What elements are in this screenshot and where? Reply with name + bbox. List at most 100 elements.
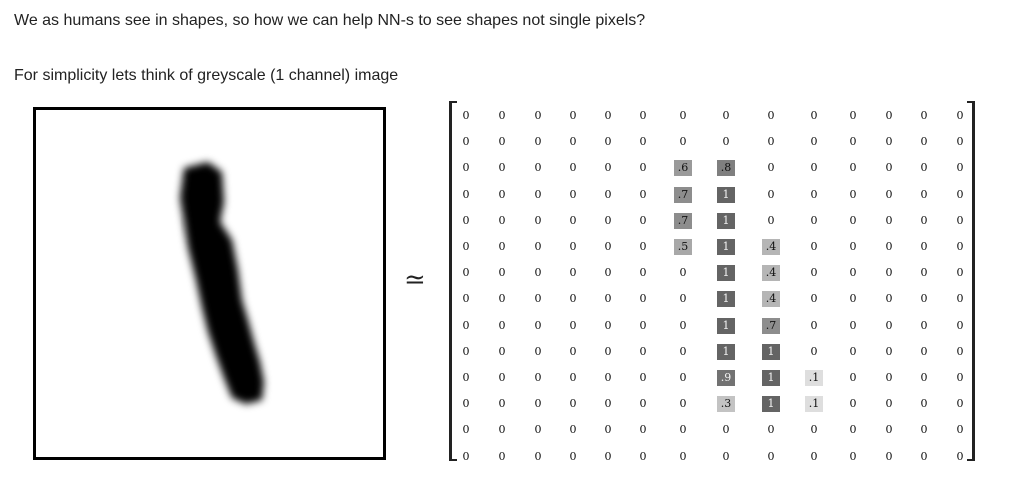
digit-image-frame bbox=[33, 107, 386, 460]
matrix-cell: .3 bbox=[717, 396, 735, 412]
matrix-cell: 0 bbox=[604, 109, 612, 122]
matrix-cell: 0 bbox=[849, 161, 857, 174]
matrix-cell: 0 bbox=[920, 292, 928, 305]
matrix-cell: 0 bbox=[534, 397, 542, 410]
matrix-cell: 0 bbox=[956, 292, 964, 305]
matrix-cell: .9 bbox=[717, 370, 735, 386]
matrix-cell: 0 bbox=[810, 161, 818, 174]
matrix-cell: 0 bbox=[679, 319, 687, 332]
matrix-cell: 0 bbox=[498, 450, 506, 463]
matrix-cell: 0 bbox=[956, 423, 964, 436]
matrix-cell: 0 bbox=[810, 319, 818, 332]
matrix-cell: 0 bbox=[849, 240, 857, 253]
matrix-cell: 0 bbox=[639, 240, 647, 253]
matrix-cell: 0 bbox=[920, 319, 928, 332]
matrix-cell: 0 bbox=[767, 450, 775, 463]
matrix-cell: 0 bbox=[534, 214, 542, 227]
matrix-cell: 0 bbox=[722, 423, 730, 436]
matrix-cell: 0 bbox=[569, 109, 577, 122]
matrix-cell: 0 bbox=[462, 397, 470, 410]
matrix-cell: 0 bbox=[534, 240, 542, 253]
matrix-cell: 0 bbox=[462, 214, 470, 227]
matrix-cell: 0 bbox=[810, 292, 818, 305]
matrix-cell: 1 bbox=[717, 265, 735, 281]
matrix-cell: 0 bbox=[849, 188, 857, 201]
matrix-cell: 0 bbox=[679, 450, 687, 463]
matrix-cell: 0 bbox=[498, 292, 506, 305]
matrix-cell: 0 bbox=[498, 135, 506, 148]
matrix-cell: 0 bbox=[956, 345, 964, 358]
matrix-cell: 0 bbox=[956, 450, 964, 463]
matrix-cell: .4 bbox=[762, 291, 780, 307]
matrix-cell: 0 bbox=[569, 214, 577, 227]
matrix-cell: 0 bbox=[534, 450, 542, 463]
matrix-cell: 0 bbox=[639, 423, 647, 436]
matrix-cell: 0 bbox=[604, 371, 612, 384]
matrix-cell: 0 bbox=[569, 450, 577, 463]
matrix-cell: 0 bbox=[885, 345, 893, 358]
matrix-cell: 0 bbox=[810, 188, 818, 201]
matrix-cell: 0 bbox=[885, 109, 893, 122]
matrix-cell: 0 bbox=[639, 397, 647, 410]
matrix-cell: 0 bbox=[498, 423, 506, 436]
matrix-cell: 0 bbox=[639, 371, 647, 384]
matrix-cell: 0 bbox=[956, 371, 964, 384]
matrix-cell: 0 bbox=[569, 292, 577, 305]
matrix-cell: .1 bbox=[805, 370, 823, 386]
matrix-cell: 0 bbox=[462, 319, 470, 332]
matrix-cell: 1 bbox=[717, 291, 735, 307]
matrix-cell: 0 bbox=[849, 266, 857, 279]
matrix-cell: 0 bbox=[534, 423, 542, 436]
matrix-cell: 0 bbox=[604, 450, 612, 463]
matrix-cell: 0 bbox=[920, 450, 928, 463]
matrix-cell: 0 bbox=[569, 397, 577, 410]
approx-equal-symbol: ≃ bbox=[404, 265, 426, 295]
matrix-cell: 0 bbox=[956, 109, 964, 122]
matrix-cell: 0 bbox=[498, 240, 506, 253]
matrix-cell: .4 bbox=[762, 239, 780, 255]
matrix-cell: 0 bbox=[498, 214, 506, 227]
matrix-cell: 0 bbox=[604, 397, 612, 410]
matrix-cell: 1 bbox=[762, 344, 780, 360]
matrix-cell: 1 bbox=[717, 344, 735, 360]
matrix-cell: 0 bbox=[956, 188, 964, 201]
matrix-cell: 0 bbox=[679, 345, 687, 358]
matrix-cell: 1 bbox=[762, 370, 780, 386]
matrix-cell: .8 bbox=[717, 160, 735, 176]
matrix-cell: 0 bbox=[722, 450, 730, 463]
matrix-cell: 1 bbox=[762, 396, 780, 412]
matrix-cell: 0 bbox=[810, 109, 818, 122]
matrix-cell: 0 bbox=[679, 109, 687, 122]
matrix-cell: 0 bbox=[639, 266, 647, 279]
matrix-cell: 0 bbox=[462, 109, 470, 122]
matrix-cell: 0 bbox=[956, 397, 964, 410]
simplicity-note-text: For simplicity lets think of greyscale (… bbox=[14, 67, 399, 84]
matrix-cell: 0 bbox=[885, 397, 893, 410]
matrix-cell: 0 bbox=[767, 423, 775, 436]
matrix-cell: 0 bbox=[639, 450, 647, 463]
matrix-cell: 0 bbox=[498, 397, 506, 410]
matrix-cell: 0 bbox=[767, 188, 775, 201]
matrix-cell: 0 bbox=[849, 214, 857, 227]
matrix-cell: 0 bbox=[849, 371, 857, 384]
matrix-cell: 0 bbox=[569, 345, 577, 358]
matrix-cell: 0 bbox=[920, 240, 928, 253]
matrix-cell: 0 bbox=[639, 292, 647, 305]
matrix-cell: 0 bbox=[639, 345, 647, 358]
matrix-cell: 0 bbox=[849, 345, 857, 358]
matrix-left-bracket bbox=[449, 101, 457, 461]
matrix-cell: 0 bbox=[679, 423, 687, 436]
matrix-cell: 0 bbox=[810, 135, 818, 148]
matrix-cell: 0 bbox=[920, 423, 928, 436]
matrix-cell: 0 bbox=[462, 266, 470, 279]
matrix-cell: 0 bbox=[569, 161, 577, 174]
matrix-cell: 0 bbox=[849, 292, 857, 305]
matrix-cell: 0 bbox=[885, 240, 893, 253]
matrix-cell: 0 bbox=[956, 266, 964, 279]
matrix-cell: 0 bbox=[498, 266, 506, 279]
matrix-cell: 0 bbox=[849, 423, 857, 436]
matrix-cell: 0 bbox=[639, 214, 647, 227]
matrix-cell: 0 bbox=[639, 319, 647, 332]
matrix-cell: 0 bbox=[569, 319, 577, 332]
